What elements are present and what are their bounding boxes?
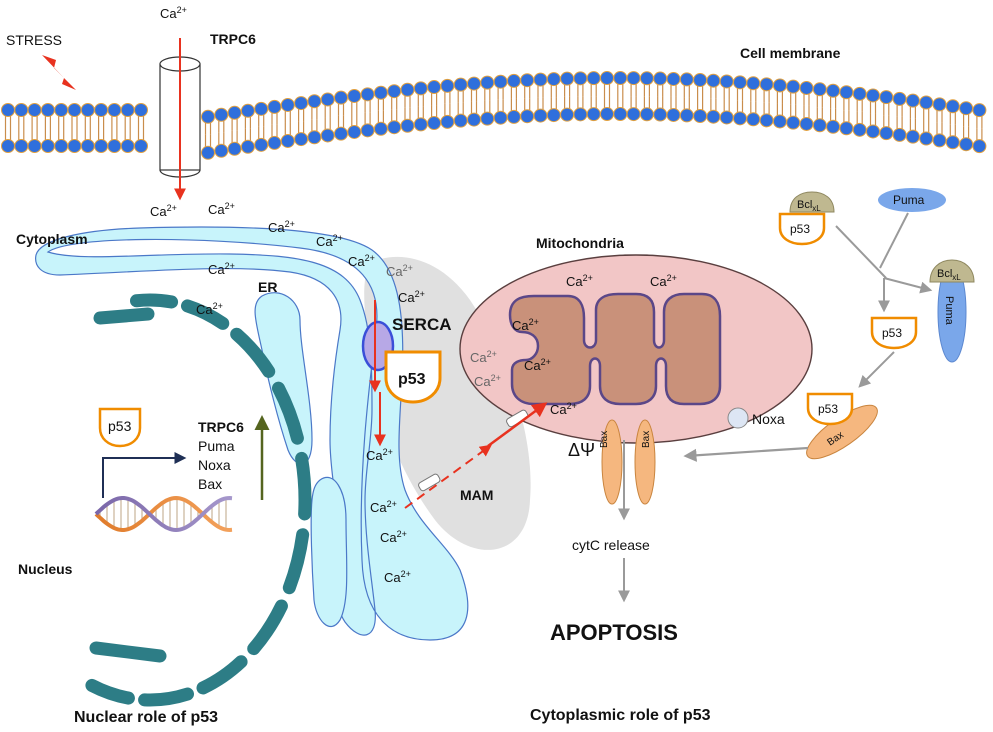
bax-pore-2: [634, 419, 656, 505]
calcium-ion-label: Ca2+: [650, 273, 677, 289]
p53-bclxl-label: p53: [790, 222, 810, 236]
calcium-ion-label: Ca2+: [366, 447, 393, 463]
p53-serca-label: p53: [398, 371, 426, 388]
calcium-ion-label: Ca2+: [566, 273, 593, 289]
serca-label: SERCA: [392, 315, 452, 334]
mam-label: MAM: [460, 487, 493, 503]
calcium-ion-label: Ca2+: [470, 349, 497, 365]
nucleus-label: Nucleus: [18, 561, 73, 577]
cell-membrane-label: Cell membrane: [740, 45, 841, 61]
noxa-protein: [727, 407, 749, 429]
bclxl-protein-top: [789, 191, 835, 213]
puma-binding-arrow-left: [835, 225, 887, 279]
p53-bclxl-complex-icon: [778, 212, 826, 246]
endoplasmic-reticulum: [35, 226, 469, 641]
delta-psi-label: ΔΨ: [568, 440, 595, 460]
nuclear-role-label: Nuclear role of p53: [74, 709, 218, 726]
puma-bound-label: Puma: [943, 296, 955, 326]
er-lower-cisterna: [310, 476, 348, 628]
gene-puma: Puma: [198, 438, 235, 454]
calcium-ion-label: Ca2+: [348, 253, 375, 269]
cytc-release-label: cytC release: [572, 537, 650, 553]
puma-binding-arrow-right: [879, 212, 909, 269]
p53-serca-icon: [384, 350, 442, 404]
calcium-ion-label: Ca2+: [384, 569, 411, 585]
er-label: ER: [258, 279, 277, 295]
calcium-ion-label: Ca2+: [160, 5, 187, 21]
cytoplasmic-role-label: Cytoplasmic role of p53: [530, 707, 711, 724]
p53-free-label: p53: [882, 326, 902, 340]
mam-region: [364, 256, 531, 550]
p53-nuclear-label: p53: [108, 418, 132, 434]
gene-noxa: Noxa: [198, 457, 231, 473]
stress-label: STRESS: [6, 32, 62, 48]
bax-activation-arrow: [683, 446, 809, 462]
calcium-ion-label: Ca2+: [150, 203, 177, 219]
calcium-ion-label: Ca2+: [268, 219, 295, 235]
gene-bax: Bax: [198, 476, 222, 492]
p53-bax-complex-icon: [806, 392, 854, 426]
calcium-ion-label: Ca2+: [398, 289, 425, 305]
arrow-to-bclxl-puma: [883, 277, 933, 294]
bclxl-bound-label: BclxL: [937, 268, 961, 282]
calcium-ion-label: Ca2+: [512, 317, 539, 333]
mam-transfer-arrow-2: [487, 402, 548, 448]
calcium-ion-label: Ca2+: [370, 499, 397, 515]
apoptosis-label: APOPTOSIS: [550, 620, 678, 645]
noxa-label: Noxa: [752, 411, 785, 427]
bax-pore-1-label: Bax: [599, 431, 610, 448]
p53-bax-label: p53: [818, 402, 838, 416]
bclxl-top-label: BclxL: [797, 199, 821, 213]
arrow-to-p53-bax: [858, 351, 895, 388]
stress-lightning-icon: [42, 55, 76, 90]
p53-free-icon: [870, 316, 918, 350]
cell-membrane: [1, 71, 987, 160]
bclxl-protein-bound: [929, 259, 975, 283]
trpc6-membrane-label: TRPC6: [210, 31, 256, 47]
calcium-ion-labels: Ca2+ Ca2+ Ca2+ Ca2+ Ca2+ Ca2+ Ca2+ Ca2+ Ca2+ Ca2+…: [150, 5, 677, 585]
calcium-ion-label: Ca2+: [316, 233, 343, 249]
calcium-ion-label: Ca2+: [386, 263, 413, 279]
cytoplasm-label: Cytoplasm: [16, 231, 88, 247]
calcium-ion-label: Ca2+: [474, 373, 501, 389]
nucleus-envelope: [85, 293, 312, 707]
puma-protein-top: [878, 188, 946, 212]
puma-top-label: Puma: [893, 193, 925, 207]
gene-trpc6: TRPC6: [198, 419, 244, 435]
calcium-ion-label: Ca2+: [380, 529, 407, 545]
vdac-channel-er: [418, 473, 441, 492]
dna-helix: [94, 495, 233, 533]
calcium-ion-label: Ca2+: [208, 201, 235, 217]
calcium-ion-label: Ca2+: [524, 357, 551, 373]
bax-pore-1: [601, 419, 623, 505]
mitochondria-label: Mitochondria: [536, 235, 624, 251]
calcium-ion-label: Ca2+: [208, 261, 235, 277]
calcium-ion-label: Ca2+: [196, 301, 223, 317]
bax-pore-2-label: Bax: [641, 431, 652, 448]
calcium-ion-label: Ca2+: [550, 401, 577, 417]
p53-nuclear-icon: [98, 407, 142, 448]
transcription-arrow: [102, 452, 187, 498]
mam-transfer-arrow-1: [404, 444, 492, 509]
mitochondria-cristae: [508, 292, 722, 406]
